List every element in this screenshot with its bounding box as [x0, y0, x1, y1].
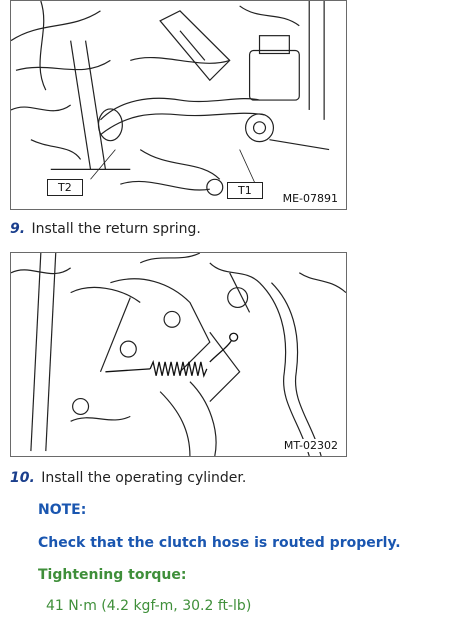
figure-engine-bay-1: T2 T1 ME-07891 [10, 0, 347, 210]
figure-id: MT-02302 [281, 439, 340, 452]
figure-return-spring: MT-02302 [10, 252, 347, 457]
step-9: 9. Install the return spring. [10, 221, 201, 237]
note-text: Check that the clutch hose is routed pro… [38, 535, 401, 551]
torque-value: 41 N·m (4.2 kgf-m, 30.2 ft-lb) [46, 598, 252, 614]
line-drawing-return-spring [11, 253, 346, 456]
note-heading: NOTE: [38, 502, 87, 518]
callout-t1: T1 [227, 182, 263, 199]
figure-id: ME-07891 [280, 192, 340, 205]
step-text: Install the operating cylinder. [41, 470, 247, 486]
step-text: Install the return spring. [31, 221, 201, 237]
step-10: 10. Install the operating cylinder. [10, 470, 246, 486]
callout-t2: T2 [47, 179, 83, 196]
step-number: 10. [10, 470, 35, 486]
step-number: 9. [10, 221, 26, 237]
torque-heading: Tightening torque: [38, 567, 187, 583]
line-drawing-operating-cylinder-area [11, 1, 330, 196]
